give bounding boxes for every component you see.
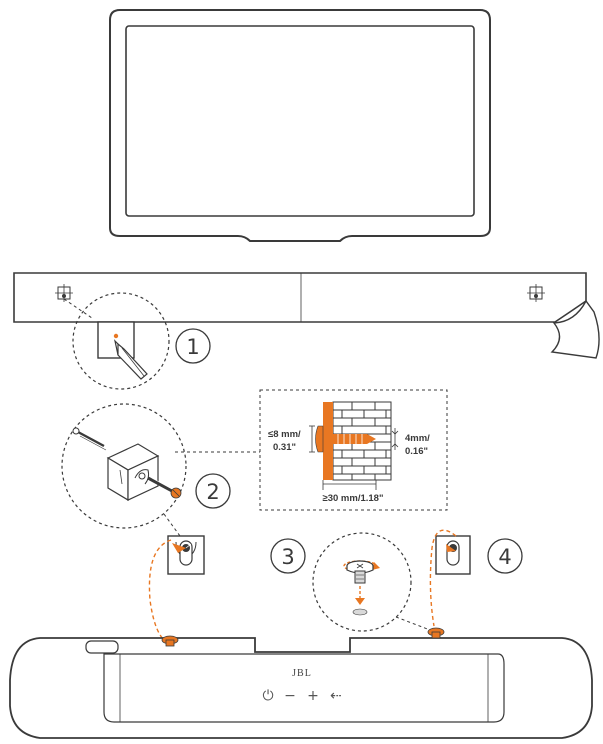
step3-badge <box>270 538 306 574</box>
step3-detail <box>312 532 431 632</box>
step2-number: 2 <box>206 480 219 504</box>
screw-length-dim: ≥30 mm/1.18" <box>323 493 384 504</box>
step1-drill-point <box>113 333 119 339</box>
step4-number: 4 <box>498 545 511 569</box>
screw-direction-arrow <box>172 543 186 553</box>
right-hang-arrow <box>429 529 457 627</box>
left-mount-marker <box>55 284 73 302</box>
screw-head-dim-line2: 0.31" <box>273 442 296 453</box>
mount-hole <box>352 608 368 616</box>
tv-illustration <box>109 9 491 242</box>
soundbar-body <box>9 637 593 739</box>
mounting-stud-icon <box>346 560 374 584</box>
mounting-plate <box>323 402 333 480</box>
left-soundbar-stud <box>161 635 179 647</box>
tv-screen <box>125 25 475 217</box>
screw-shank-dim-line1: 4mm/ <box>405 433 430 444</box>
step3-magnifier-circle <box>312 532 412 632</box>
step1-magnifier-circle <box>72 292 170 390</box>
step2-badge <box>195 473 231 509</box>
soundbar-port <box>85 640 119 654</box>
step1-detail <box>63 292 170 390</box>
soundbar-grille-outline <box>103 653 505 723</box>
source-button-icon: ⇠ <box>330 688 342 704</box>
wall-bracket-block <box>106 443 160 502</box>
drill-screw-icon <box>72 427 107 451</box>
screw-spec-box: ≤8 mm/ 0.31" 4mm/ 0.16" ≥30 mm/1.18" <box>259 389 448 511</box>
step3-number: 3 <box>281 545 294 569</box>
step1-marker-square <box>97 321 135 359</box>
soundbar: JBL ⏻ − + ⇠ <box>9 637 593 739</box>
power-button-icon: ⏻ <box>262 688 273 704</box>
step1-badge <box>175 328 211 364</box>
screw-shank-dim-line2: 0.16" <box>405 446 428 457</box>
bracket-screw-icon <box>147 476 182 499</box>
template-peel-corner <box>550 299 600 359</box>
left-hang-arrow <box>148 539 172 641</box>
volume-down-button-icon: − <box>284 688 296 704</box>
right-soundbar-stud <box>427 627 445 639</box>
left-wall-bracket <box>167 535 205 575</box>
soundbar-brand-logo: JBL <box>292 668 312 679</box>
step1-number: 1 <box>186 335 199 359</box>
volume-up-button-icon: + <box>307 688 319 704</box>
step4-badge <box>487 538 523 574</box>
step2-detail <box>61 403 187 537</box>
right-mount-marker <box>527 284 545 302</box>
right-wall-bracket <box>435 535 471 575</box>
pencil-icon <box>113 339 148 380</box>
screw-icon <box>315 425 376 453</box>
step2-magnifier-circle <box>61 403 187 529</box>
screw-head-dim-line1: ≤8 mm/ <box>268 429 301 440</box>
